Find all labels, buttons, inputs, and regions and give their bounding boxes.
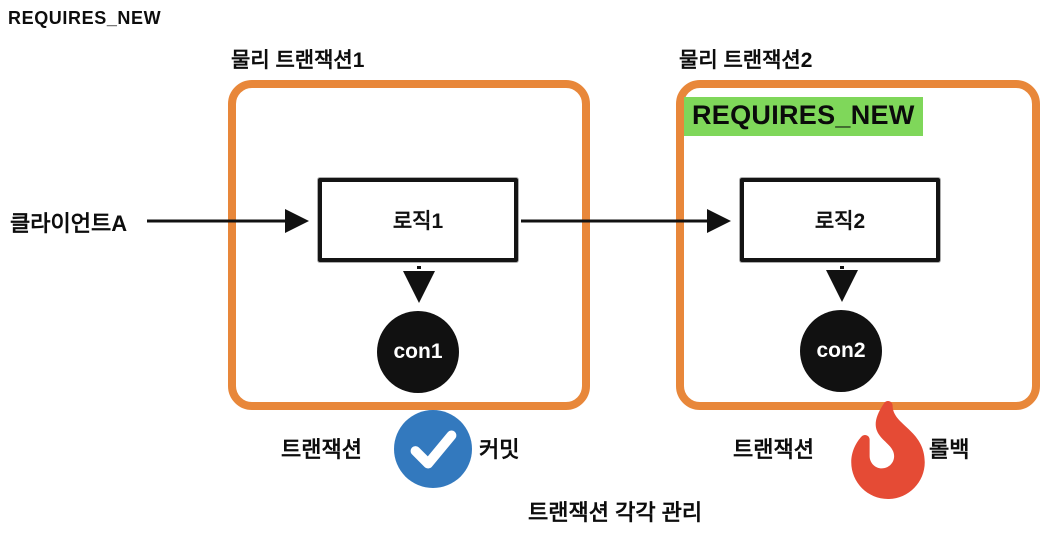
propagation-mode-label: REQUIRES_NEW [8,8,162,28]
logic2-node: 로직2 [740,178,940,262]
connection-1-label: con1 [393,340,443,363]
requires-new-badge: REQUIRES_NEW [684,97,923,137]
commit-result-label: 커밋 [479,437,520,462]
physical-transaction-2-box [676,80,1040,410]
physical-transaction-1-title: 물리 트랜잭션1 [231,49,365,72]
check-circle-icon [394,410,472,488]
rollback-result-label: 롤백 [929,437,970,462]
logic2-label: 로직2 [814,210,866,233]
connection-2-node: con2 [800,310,882,392]
physical-transaction-2-title: 물리 트랜잭션2 [679,49,813,72]
connection-1-node: con1 [377,311,459,393]
logic1-label: 로직1 [392,210,444,233]
fire-icon [847,400,929,499]
bottom-caption: 트랜잭션 각각 관리 [528,500,703,525]
connection-2-label: con2 [816,339,866,362]
commit-transaction-label: 트랜잭션 [281,437,362,462]
rollback-transaction-label: 트랜잭션 [733,437,814,462]
logic1-node: 로직1 [318,178,518,262]
client-a-label: 클라이언트A [10,211,128,236]
physical-transaction-1-box [228,80,590,410]
